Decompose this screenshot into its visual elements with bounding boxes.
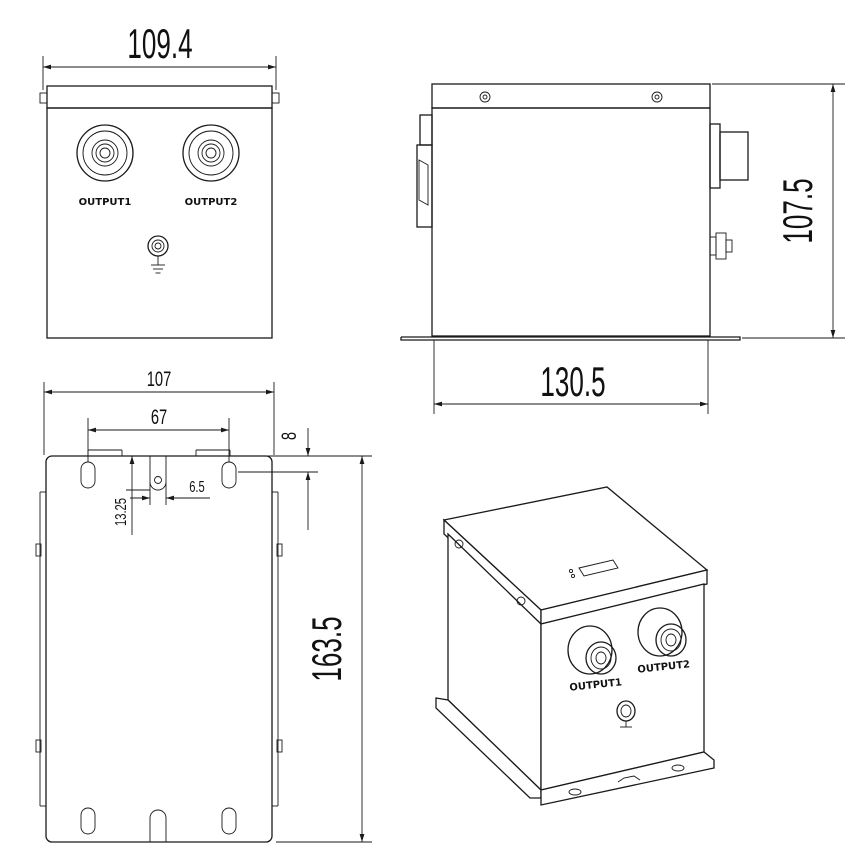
dim-side-depth: 130.5 (433, 340, 709, 414)
iso-output2-connector (637, 607, 687, 657)
dim-text-bottom-width: 107 (147, 367, 172, 390)
ground-terminal-icon (147, 235, 169, 274)
iso-ground-terminal-icon (616, 700, 636, 728)
isometric-view: OUTPUT1 OUTPUT2 (435, 486, 715, 806)
output1-connector (76, 124, 134, 182)
output1-label: OUTPUT1 (79, 197, 132, 208)
dim-text-side-depth: 130.5 (540, 359, 605, 406)
dim-text-hole-spacing: 67 (151, 405, 167, 428)
iso-output1-label: OUTPUT1 (569, 677, 623, 693)
dim-slot-width: 6.5 (130, 477, 210, 505)
dim-slot-depth: 13.25 (111, 455, 150, 535)
dim-text-side-height: 107.5 (775, 178, 822, 243)
front-view: OUTPUT1 OUTPUT2 (39, 85, 280, 339)
side-view (400, 83, 749, 341)
dim-hole-spacing: 67 (87, 405, 230, 462)
dim-front-width: 109.4 (42, 21, 277, 90)
dim-bottom-width: 107 (43, 367, 275, 455)
bottom-view (35, 449, 283, 843)
dim-text-bottom-length: 163.5 (304, 616, 351, 681)
output2-label: OUTPUT2 (185, 197, 238, 208)
output2-connector (182, 124, 240, 182)
dim-text-slot-depth: 13.25 (111, 498, 130, 526)
dim-side-height: 107.5 (712, 83, 845, 339)
iso-output1-connector (567, 625, 617, 675)
dim-text-slot-offset: 8 (277, 432, 300, 440)
dim-text-front-width: 109.4 (127, 21, 192, 68)
dim-bottom-length: 163.5 (276, 455, 372, 843)
iso-output2-label: OUTPUT2 (637, 659, 691, 675)
dim-text-slot-width: 6.5 (189, 477, 205, 496)
